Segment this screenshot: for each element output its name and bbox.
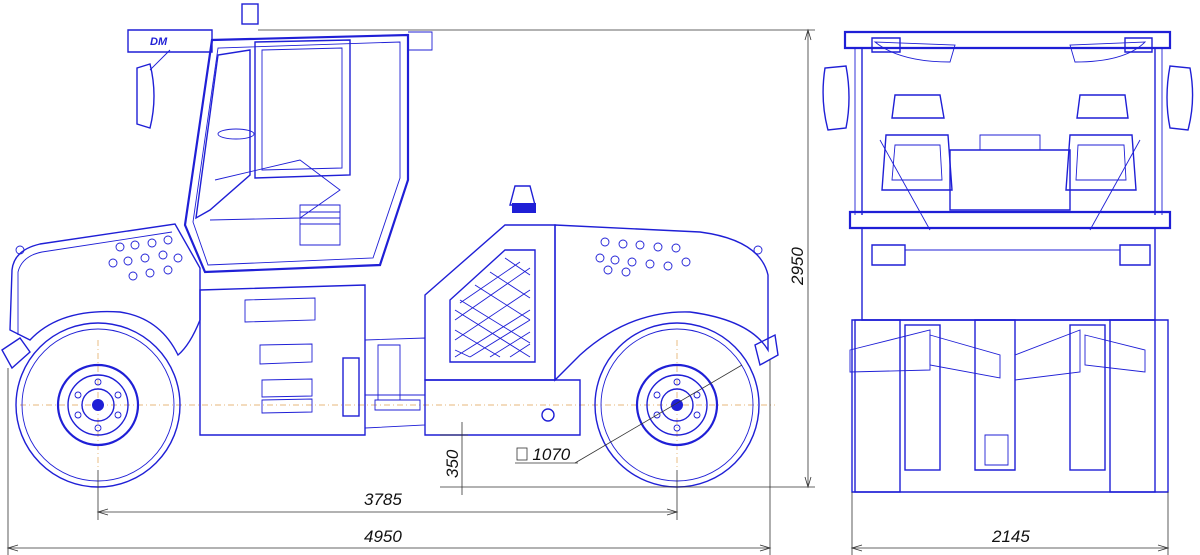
cab-door-window <box>254 39 351 179</box>
front-tires <box>854 319 1156 493</box>
cab-roof <box>843 30 1172 50</box>
cab-frame <box>183 33 410 274</box>
beacon-roof <box>241 3 259 25</box>
operator-platform <box>848 210 1172 230</box>
rear-fender <box>9 223 201 357</box>
height-label: 2950 <box>788 247 807 286</box>
rear-fender-bolts <box>15 235 183 281</box>
wheel-diameter-label: 1070 <box>529 445 571 464</box>
center-console <box>949 149 1071 211</box>
length-label: 4950 <box>364 527 402 546</box>
brand-logo: DM <box>150 36 168 48</box>
roof-light-right <box>1124 37 1153 53</box>
drain-plug <box>541 408 555 422</box>
cab-roof-rail <box>127 29 213 53</box>
headlight-right <box>1119 244 1151 266</box>
lower-chassis <box>424 379 581 436</box>
width-label: 2145 <box>991 527 1030 546</box>
front-view: 2145 <box>822 30 1194 555</box>
front-bumper <box>754 333 779 367</box>
engine-grille <box>449 249 536 363</box>
warning-beacon <box>509 185 536 206</box>
front-body <box>861 227 1156 321</box>
steering-wheel <box>217 128 255 140</box>
front-mirror-left <box>822 65 850 131</box>
wheelbase-label: 3785 <box>364 490 402 509</box>
front-mirror-right <box>1166 65 1194 131</box>
operator-seats <box>881 94 1137 191</box>
front-fender <box>554 224 769 382</box>
side-view: DM <box>1 3 815 555</box>
main-frame <box>199 284 366 436</box>
clearance-label: 350 <box>443 449 462 478</box>
scraper-blades <box>849 329 1146 381</box>
rear-mirror <box>136 63 155 129</box>
roof-light-left <box>871 37 901 53</box>
side-panel <box>342 357 360 417</box>
rear-bumper <box>1 337 31 370</box>
headlight-left <box>871 244 906 266</box>
front-fender-bolts <box>595 237 763 277</box>
grille-mesh <box>454 257 531 358</box>
center-axle <box>974 319 1016 471</box>
cab-front-window <box>195 49 251 220</box>
wheel-diameter-leader <box>574 364 743 464</box>
